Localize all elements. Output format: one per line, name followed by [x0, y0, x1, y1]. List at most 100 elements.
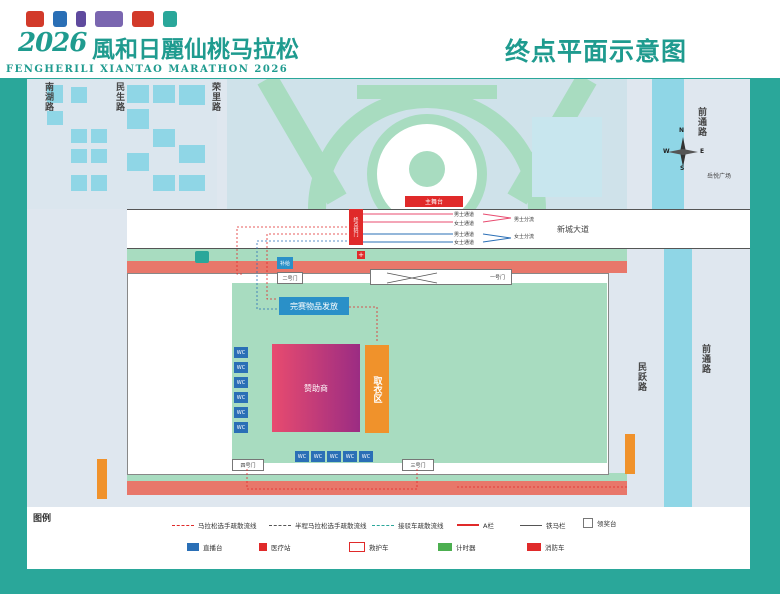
legend-label: 马拉松选手疏散流线	[198, 522, 257, 530]
legend-item: 铁马栏	[520, 520, 566, 530]
compass-e: E	[700, 148, 705, 155]
wc: WC	[327, 451, 341, 462]
brand-year: 2026	[18, 28, 87, 58]
wc: WC	[343, 451, 357, 462]
compass-s: S	[680, 165, 685, 172]
wc: WC	[295, 451, 309, 462]
building	[153, 85, 175, 103]
wc: WC	[234, 347, 248, 358]
road-label-nanhu: 南湖路	[43, 82, 53, 112]
dark-line-icon	[520, 524, 542, 526]
legend-item: 救护车	[349, 542, 389, 552]
legend-label: A栏	[483, 522, 494, 530]
evacuation-flow-lines	[236, 226, 627, 490]
gate-3: 三号门	[402, 459, 434, 471]
lane-label: 女士分流	[514, 234, 535, 240]
road-label-minsheng: 民生路	[114, 82, 124, 112]
broadcast-icon	[187, 543, 199, 551]
legend-item: 半程马拉松选手疏散流线	[269, 520, 367, 530]
lane-label: 男士分流	[514, 217, 535, 223]
river	[664, 249, 692, 507]
legend-item: 领奖台	[583, 518, 617, 528]
building	[179, 85, 205, 105]
red-road-bottom	[127, 481, 627, 495]
logo-4	[95, 10, 124, 27]
lane-label: 男士通道	[454, 212, 475, 218]
legend-label: 直播台	[203, 544, 223, 552]
river	[652, 79, 684, 209]
logo-1	[26, 10, 44, 27]
gate-2: 二号门	[277, 272, 303, 284]
header	[0, 0, 780, 78]
compass-w: W	[663, 148, 670, 155]
road-label-rongli: 荣里路	[210, 82, 220, 112]
podium-icon	[583, 518, 593, 528]
building	[127, 85, 149, 103]
legend-label: 铁马栏	[546, 522, 566, 530]
building	[153, 129, 175, 147]
road-label-qiantong-bottom: 前通路	[700, 344, 710, 374]
road-label-xincheng: 新城大道	[557, 225, 589, 234]
legend-label: 半程马拉松选手疏散流线	[295, 522, 367, 530]
building	[91, 149, 107, 163]
building	[91, 129, 107, 143]
logo-3	[76, 10, 87, 27]
building	[532, 117, 602, 197]
side-marker	[97, 459, 107, 499]
legend-item: 消防车	[527, 542, 565, 552]
building	[91, 175, 107, 191]
legend-item: 直播台	[187, 542, 223, 552]
red-line-icon	[457, 524, 479, 526]
building	[47, 85, 63, 103]
wc: WC	[234, 422, 248, 433]
building	[47, 111, 63, 125]
building	[71, 149, 87, 163]
road-label-qiantong-top: 前通路	[696, 107, 706, 137]
stadium-arc	[257, 79, 597, 209]
building	[179, 145, 205, 163]
compass-n: N	[679, 127, 685, 134]
water-station: 补给	[277, 257, 293, 269]
logo-2	[53, 10, 68, 27]
legend-item: 马拉松选手疏散流线	[172, 520, 257, 530]
gate-4: 四号门	[232, 459, 264, 471]
legend-label: 救护车	[369, 544, 389, 552]
brand-title: 風和日麗仙桃马拉松	[92, 37, 299, 63]
legend-label: 医疗站	[271, 544, 291, 552]
legend-label: 消防车	[545, 544, 565, 552]
legend-item: 医疗站	[259, 542, 291, 552]
ambulance-icon	[349, 542, 365, 552]
brand-subtitle: FENGHERILI XIANTAO MARATHON 2026	[6, 64, 289, 75]
legend-label: 领奖台	[597, 520, 617, 528]
wc: WC	[234, 392, 248, 403]
wc: WC	[234, 362, 248, 373]
wc: WC	[234, 407, 248, 418]
main-stage: 主舞台	[405, 196, 463, 207]
lane-label: 女士通道	[454, 240, 475, 246]
lane-label: 女士通道	[454, 221, 475, 227]
building	[71, 87, 87, 103]
gate-1: 一号门	[370, 269, 512, 285]
wc: WC	[234, 377, 248, 388]
compass-icon	[668, 137, 698, 167]
map-title: 终点平面示意图	[505, 37, 688, 66]
medical-icon: +	[357, 251, 365, 259]
medical-cross-icon	[259, 543, 267, 551]
road-label-yuyue-square: 岳悦广场	[707, 173, 732, 180]
legend: 图例 马拉松选手疏散流线 半程马拉松选手疏散流线 接驳车疏散流线 A栏 铁马栏 …	[27, 507, 750, 569]
building	[179, 175, 205, 191]
sponsor-logos	[26, 8, 181, 27]
medal-area: 完赛物品发放	[279, 297, 349, 315]
legend-label: 接驳车疏散流线	[398, 522, 444, 530]
finish-gate: 终点拱门	[349, 209, 363, 245]
wc: WC	[311, 451, 325, 462]
lane-lines	[363, 213, 512, 243]
site-map: 主舞台 新城大道 终点拱门 男士通道 女士通道 男士通道 女士通道 男士分流 女…	[27, 79, 750, 507]
legend-title: 图例	[33, 514, 52, 524]
dashed-teal-arrow-icon	[372, 524, 394, 526]
logo-5	[132, 10, 155, 27]
building	[71, 129, 87, 143]
medical-station	[195, 251, 209, 263]
legend-item: 接驳车疏散流线	[372, 520, 444, 530]
timer-icon	[438, 543, 452, 551]
